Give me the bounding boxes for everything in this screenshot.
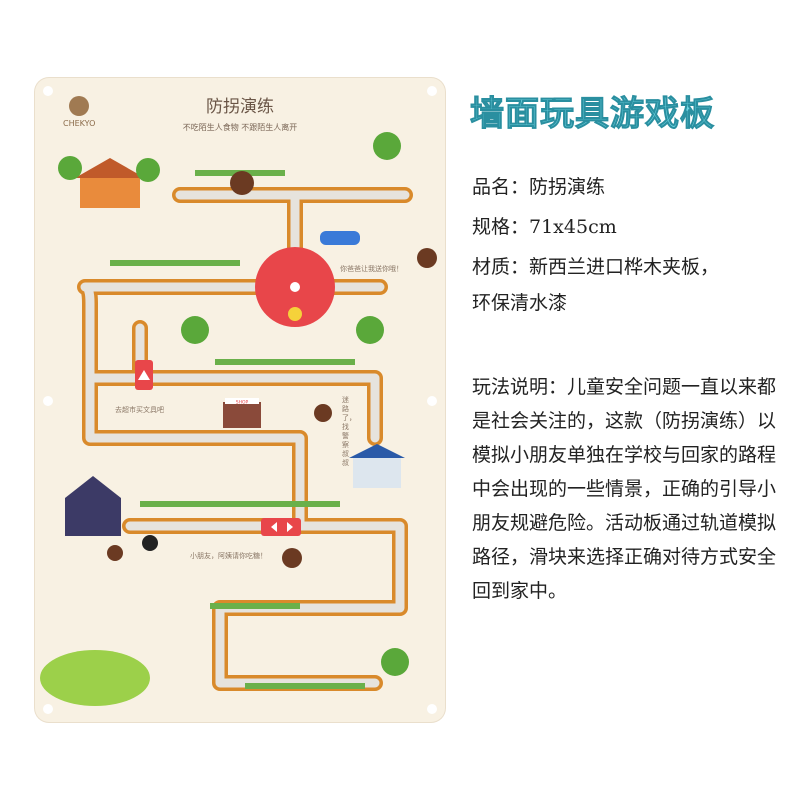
- arrow-up-icon: [138, 370, 150, 380]
- product-size: 规格：71x45cm: [472, 216, 617, 238]
- mount-hole: [43, 86, 53, 96]
- brand-name: CHEKYO: [63, 119, 96, 128]
- note-dad-sent-me: 你爸爸让我送你哦！: [340, 265, 403, 273]
- tree-icon: [58, 132, 409, 676]
- slider-block: [261, 518, 301, 536]
- product-material: 材质：新西兰进口桦木夹板，: [472, 256, 720, 278]
- disc-knob: [288, 307, 302, 321]
- note-candy-stranger: 小朋友，阿姨请你吃糖！: [190, 552, 267, 560]
- mount-hole: [427, 396, 437, 406]
- school-icon: [75, 158, 145, 208]
- shop-icon: [223, 398, 261, 428]
- product-name: 品名：防拐演练: [472, 176, 606, 198]
- mount-hole: [427, 704, 437, 714]
- note-buy-stationery: 去超市买文具吧: [115, 406, 164, 414]
- brand-logo: CHEKYO: [63, 96, 95, 128]
- disc-center: [290, 282, 300, 292]
- mount-hole: [43, 396, 53, 406]
- character-icon: [107, 171, 437, 568]
- board-subtitle: 不吃陌生人食物 不跟陌生人离开: [182, 123, 298, 132]
- game-board: CHEKYO 防拐演练 不吃陌生人食物 不跟陌生人离开: [35, 78, 445, 722]
- mount-hole: [43, 704, 53, 714]
- note-find-police: 迷路了，找警察叔叔: [342, 396, 356, 467]
- house-icon: [65, 476, 121, 536]
- arrow-left-right-icon: [271, 522, 293, 532]
- police-station-icon: [349, 444, 405, 488]
- product-description: 玩法说明：儿童安全问题一直以来都是社会关注的，这款（防拐演练）以模拟小朋友单独在…: [472, 376, 777, 602]
- board-title: 防拐演练: [206, 97, 274, 117]
- mount-hole: [427, 86, 437, 96]
- product-heading: 墙面玩具游戏板: [470, 94, 715, 135]
- shop-sign: SHOP: [236, 400, 249, 406]
- product-material-finish: 环保清水漆: [472, 292, 568, 314]
- track-maze: SHOP: [40, 132, 437, 706]
- family-park-icon: [40, 650, 150, 706]
